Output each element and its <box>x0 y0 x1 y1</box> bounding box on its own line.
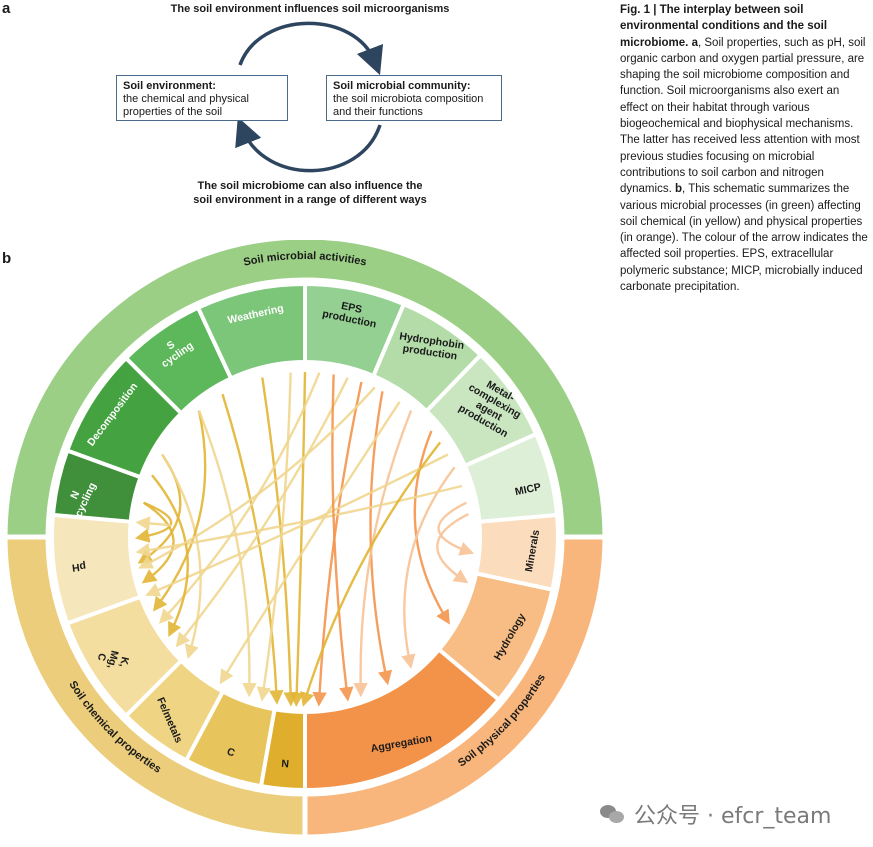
physical-ring <box>302 534 608 840</box>
influence-arrow <box>436 512 469 584</box>
chemical-label: N <box>281 758 290 771</box>
microbial-community-line1: the soil microbiota composition <box>333 93 484 105</box>
influence-arrow <box>134 501 173 543</box>
chemical-segment <box>183 688 277 789</box>
chemical-label: K,Mg,C <box>94 647 132 672</box>
soil-microbial-community-box: Soil microbial community: the soil micro… <box>326 75 502 121</box>
caption-part-a-text: , Soil properties, such as pH, soil orga… <box>620 36 866 196</box>
bottom-label-line2: soil environment in a range of different… <box>193 194 427 206</box>
influence-arrow <box>175 377 349 648</box>
chemical-label: pH <box>71 560 86 574</box>
activity-label: MICP <box>514 481 542 498</box>
panel-a-bottom-label: The soil microbiome can also influence t… <box>160 179 460 207</box>
caption-part-b-letter: b <box>674 183 683 196</box>
physical-segment <box>473 512 560 592</box>
influence-arrow <box>138 386 376 569</box>
caption-part-b-text: , This schematic summarizes the various … <box>620 183 868 294</box>
influence-arrow <box>300 441 442 707</box>
caption-figure-label: Fig. 1 | The interplay between soil envi… <box>620 4 828 49</box>
chemical-ring <box>2 534 308 840</box>
bottom-label-line1: The soil microbiome can also influence t… <box>197 180 423 192</box>
watermark-text: 公众号 · efcr_team <box>634 804 832 829</box>
soil-environment-box: Soil environment: the chemical and physi… <box>116 75 288 121</box>
influence-arrow <box>197 410 257 698</box>
influence-arrow <box>401 466 456 669</box>
watermark: 公众号 · efcr_team <box>600 798 831 830</box>
microbial-community-title: Soil microbial community: <box>333 80 471 92</box>
wechat-icon <box>600 803 626 825</box>
influence-arrow <box>141 501 175 584</box>
influence-arrow <box>289 371 307 707</box>
microbial-community-line2: and their functions <box>333 106 423 118</box>
soil-environment-line2: properties of the soil <box>123 106 223 118</box>
influence-arrow <box>437 501 475 556</box>
caption-part-a-letter: a <box>691 36 698 49</box>
influence-arrow <box>158 372 321 624</box>
chemical-segment <box>64 594 185 719</box>
influence-arrow <box>413 430 450 625</box>
influence-arrow <box>151 474 189 637</box>
figure-caption: Fig. 1 | The interplay between soil envi… <box>620 2 870 295</box>
influence-arrow <box>145 453 449 597</box>
cycle-arrow-bottom <box>235 117 382 173</box>
panel-a-top-label: The soil environment influences soil mic… <box>170 3 450 15</box>
influence-arrow <box>219 401 401 685</box>
chemical-label: C <box>225 745 236 759</box>
influence-arrow <box>312 381 363 707</box>
influence-arrow <box>353 410 413 698</box>
activities-ring <box>2 240 608 540</box>
influence-arrow <box>369 391 393 686</box>
panel-b-letter: b <box>2 250 12 267</box>
influence-arrow <box>135 516 172 531</box>
physical-segment <box>436 571 555 703</box>
influence-arrow <box>331 374 354 702</box>
soil-environment-title: Soil environment: <box>123 80 216 92</box>
influence-arrow <box>161 453 202 660</box>
cycle-arrow-top <box>238 21 384 76</box>
chemical-segment <box>258 707 307 793</box>
physical-segment <box>303 646 502 793</box>
panel-a-letter: a <box>2 0 11 17</box>
cycle-arrows <box>235 21 384 173</box>
influence-arrow <box>152 410 207 612</box>
chemical-segment <box>50 512 144 627</box>
soil-environment-line1: the chemical and physical <box>123 93 249 105</box>
